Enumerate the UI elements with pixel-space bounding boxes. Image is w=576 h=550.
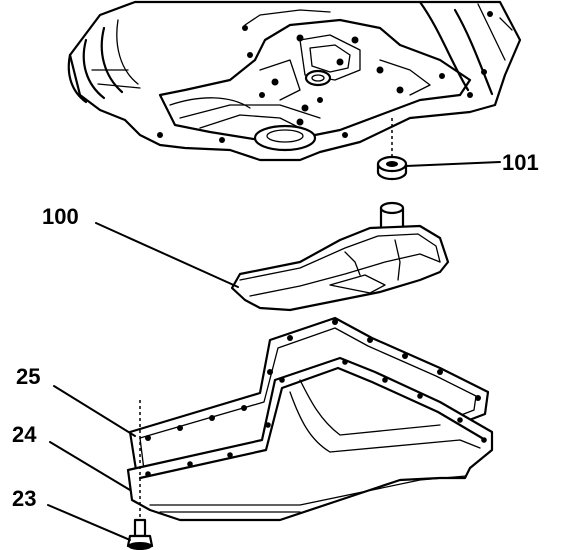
callout-100: 100 xyxy=(42,204,79,229)
leader-24 xyxy=(49,441,131,491)
filter-seal-part xyxy=(376,155,408,181)
pan-bolt-part xyxy=(126,400,154,550)
leader-23 xyxy=(47,504,131,541)
callout-101: 101 xyxy=(502,150,539,175)
callout-23: 23 xyxy=(12,486,36,511)
callout-25: 25 xyxy=(16,364,40,389)
callout-24: 24 xyxy=(12,422,37,447)
leader-25 xyxy=(53,385,136,437)
transmission-filter-part xyxy=(230,201,450,312)
oil-pan-part xyxy=(126,356,494,522)
transmission-case xyxy=(67,0,522,162)
leader-101 xyxy=(405,161,501,167)
leader-100 xyxy=(95,222,239,288)
